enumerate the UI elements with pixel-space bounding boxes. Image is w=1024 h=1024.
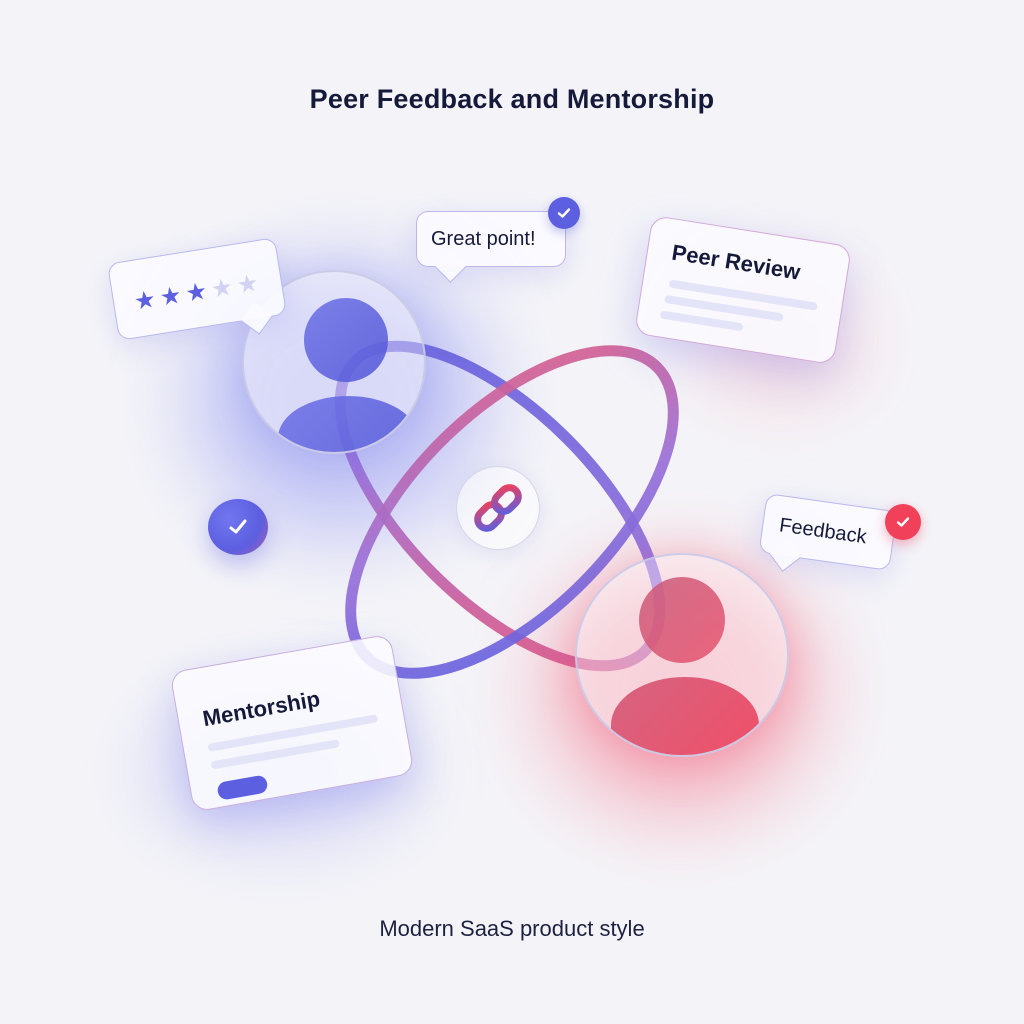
link-chain-icon (474, 484, 522, 532)
avatar-head (304, 298, 388, 382)
feedback-check-badge (885, 504, 921, 540)
check-icon (229, 519, 247, 534)
comment-bubble: Great point! (416, 211, 566, 283)
star-filled-icon: ★ (183, 277, 210, 308)
avatar-body (278, 396, 418, 452)
page-title: Peer Feedback and Mentorship (309, 84, 715, 114)
star-empty-icon: ★ (234, 269, 261, 300)
mentor-avatar (242, 270, 426, 454)
card-title: Mentorship (200, 686, 322, 732)
peer-avatar (575, 553, 789, 757)
card-title: Peer Review (670, 239, 803, 285)
comment-text: Great point! (431, 228, 536, 250)
comment-check-badge (548, 197, 580, 229)
star-filled-icon: ★ (132, 285, 158, 316)
mentorship-action-button[interactable] (216, 774, 269, 801)
avatar-body (611, 677, 759, 755)
star-filled-icon: ★ (157, 281, 184, 312)
check-icon (896, 517, 910, 527)
center-link-disc (456, 466, 540, 550)
feedback-text: Feedback (777, 514, 868, 549)
star-empty-icon: ★ (209, 273, 235, 304)
subtitle: Modern SaaS product style (379, 916, 645, 941)
avatar-head (639, 577, 725, 663)
standalone-check-badge (208, 499, 268, 555)
check-icon (557, 208, 571, 218)
